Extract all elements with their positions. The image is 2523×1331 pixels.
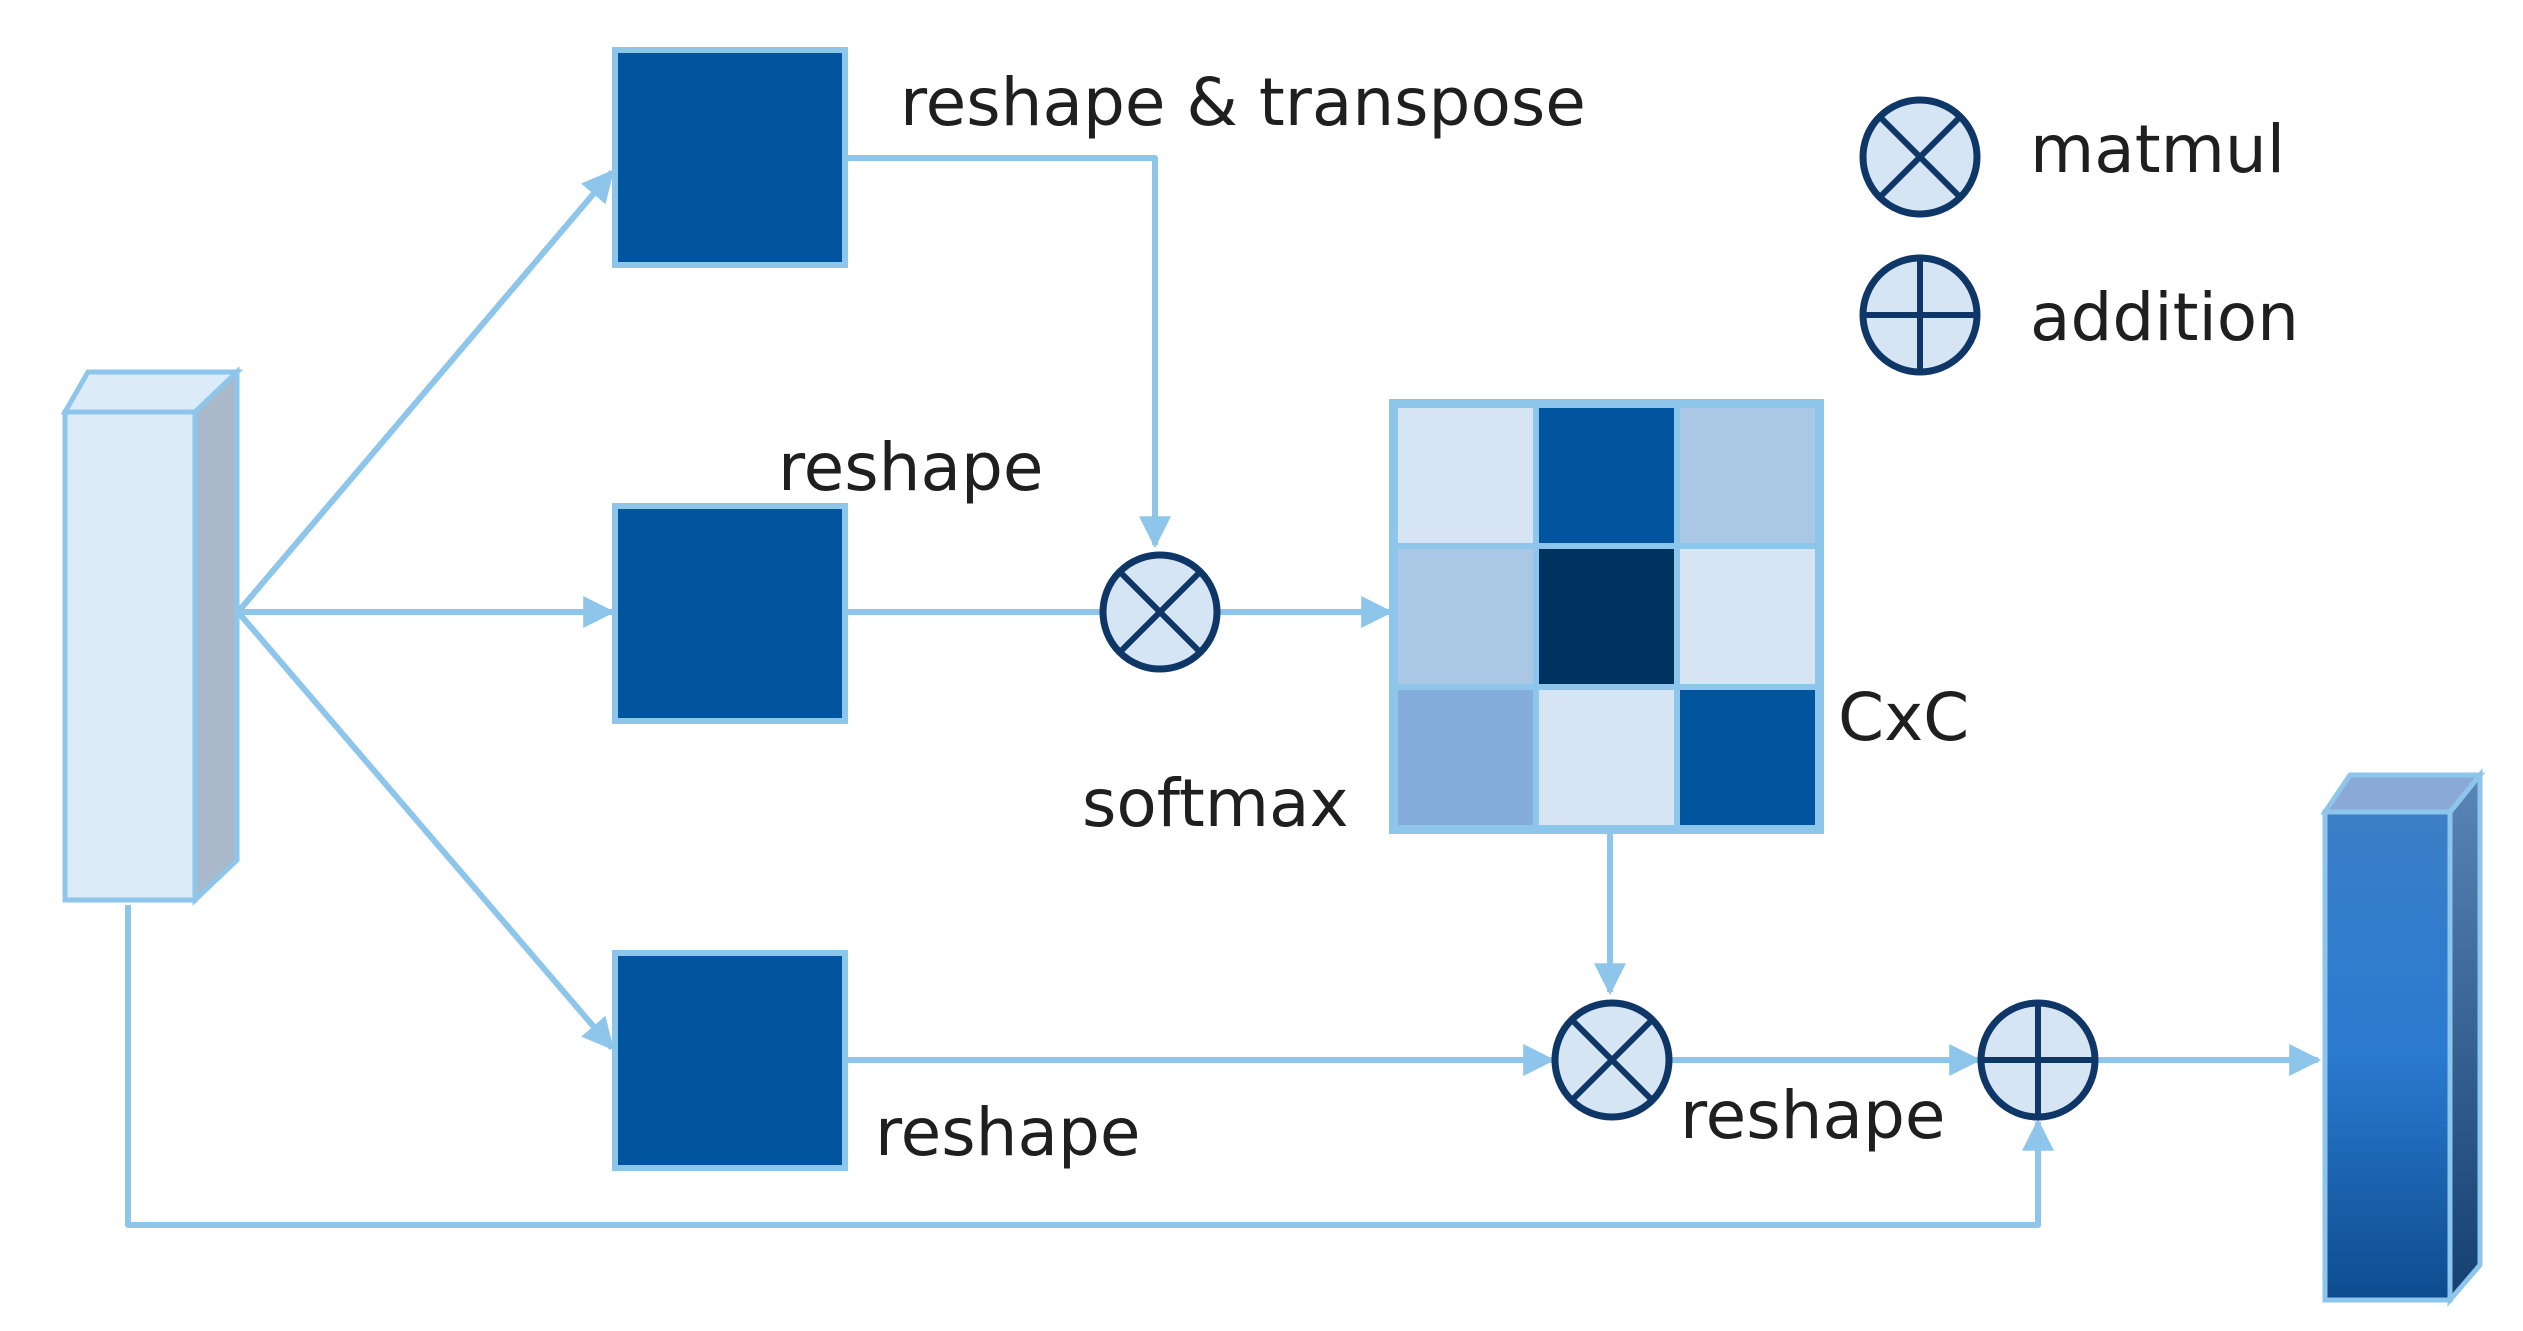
output-feature-map-front — [2322, 809, 2453, 1303]
input-feature-map-side — [192, 366, 240, 906]
label-reshape-bottom: reshape — [875, 1094, 1140, 1171]
arrow-residual-skip — [125, 905, 2054, 1228]
output-feature-map — [2320, 767, 2486, 1307]
legend-addition-icon — [1859, 254, 1981, 376]
attention-matrix-cell — [1539, 690, 1674, 825]
arrow-input-to-top-block — [235, 169, 615, 614]
label-reshape-transpose: reshape & transpose — [900, 64, 1586, 141]
attention-matrix-cell — [1539, 549, 1674, 684]
attention-matrix-cell — [1398, 408, 1533, 543]
label-softmax: softmax — [1082, 765, 1349, 842]
legend: matmul addition — [1859, 96, 2299, 376]
input-feature-map-front — [62, 409, 198, 903]
output-feature-map-side — [2447, 767, 2483, 1307]
bottom-feature-block — [612, 950, 848, 1171]
top-feature-block — [612, 47, 848, 268]
attention-matrix-cell — [1680, 408, 1815, 543]
legend-addition-label: addition — [2030, 279, 2299, 356]
connectors — [125, 155, 2322, 1228]
matmul-op — [1099, 551, 1221, 673]
label-matrix-size: CxC — [1838, 679, 1969, 756]
attention-matrix — [1389, 399, 1824, 834]
arrow-input-to-bottom-block — [235, 610, 615, 1051]
label-reshape-middle: reshape — [778, 429, 1043, 506]
addition-op — [1977, 999, 2099, 1121]
input-feature-map — [60, 366, 244, 906]
legend-matmul-icon — [1859, 96, 1981, 218]
label-reshape-output: reshape — [1680, 1077, 1945, 1154]
arrow-top-block-to-matmul — [845, 155, 1171, 549]
legend-matmul-label: matmul — [2030, 111, 2285, 188]
middle-feature-block — [612, 503, 848, 724]
attention-matrix-cell — [1398, 549, 1533, 684]
attention-matrix-cell — [1680, 690, 1815, 825]
attention-matrix-cell — [1539, 408, 1674, 543]
second-matmul-op — [1551, 999, 1673, 1121]
attention-matrix-cell — [1680, 549, 1815, 684]
attention-matrix-cell — [1398, 690, 1533, 825]
